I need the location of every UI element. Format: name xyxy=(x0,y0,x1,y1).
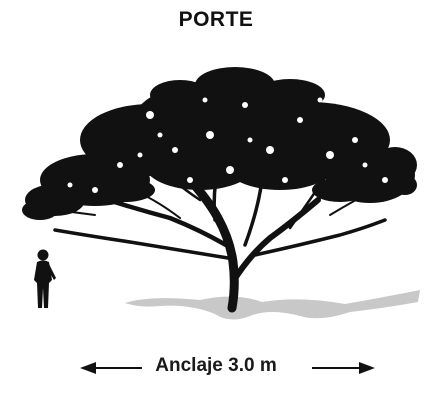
foliage xyxy=(22,67,417,220)
dimension-arrows xyxy=(80,362,375,374)
anchor-dimension-label: Anclaje 3.0 m xyxy=(155,355,277,376)
page-title: PORTE xyxy=(178,8,254,31)
ground-shadow xyxy=(125,290,420,320)
person-icon xyxy=(34,249,56,308)
tree-illustration xyxy=(22,67,420,320)
